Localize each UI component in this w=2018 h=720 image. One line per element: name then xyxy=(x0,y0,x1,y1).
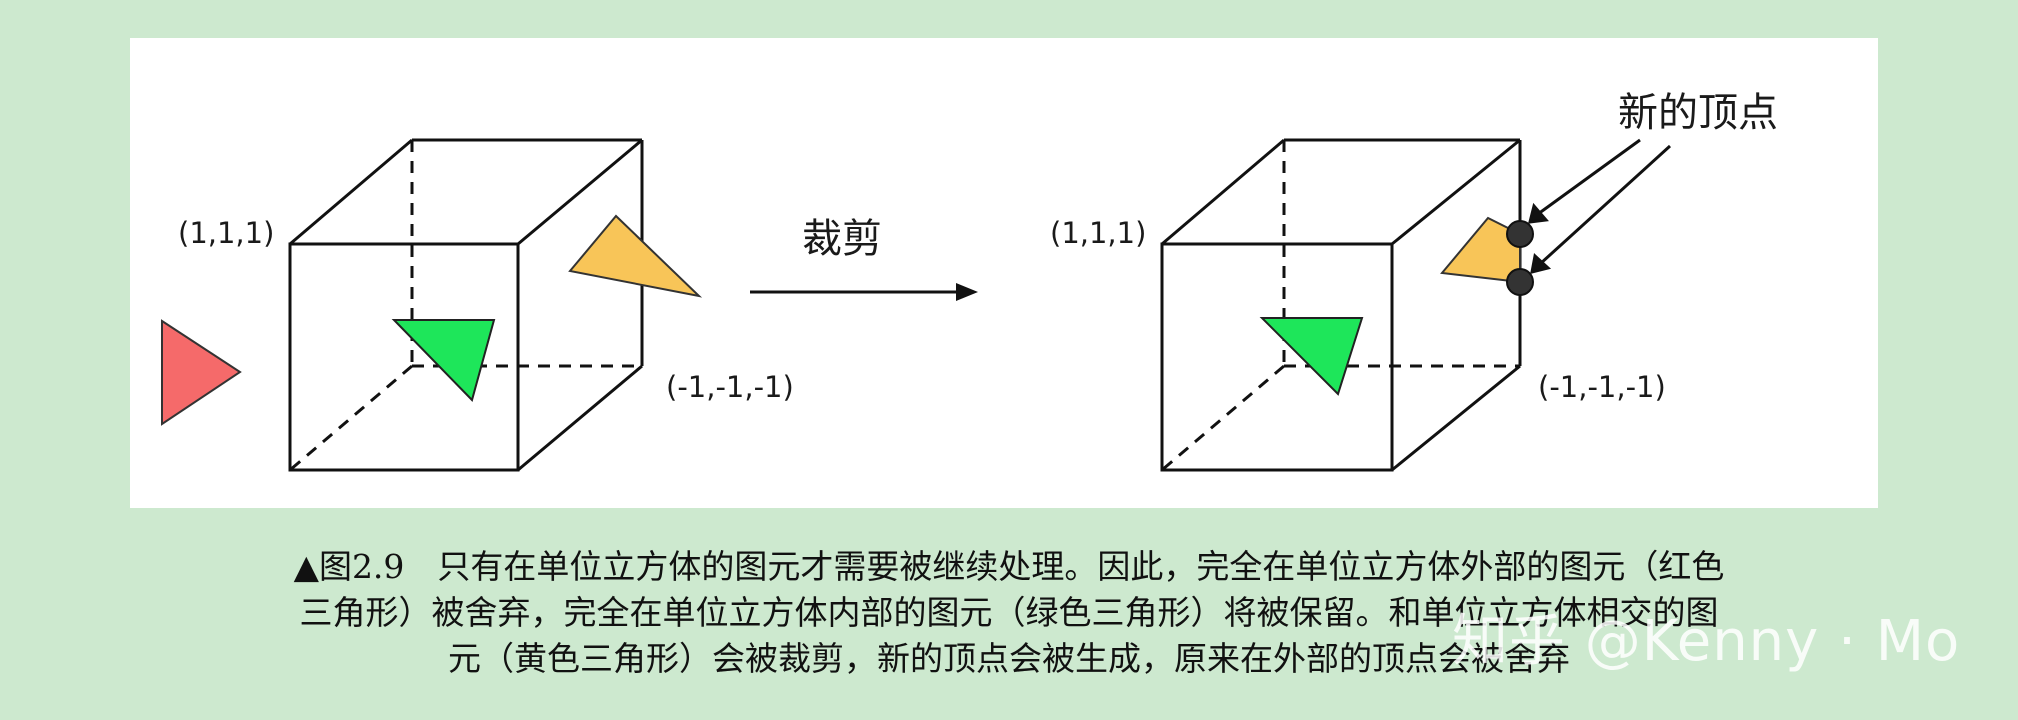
right-cube-edge xyxy=(1391,138,1521,246)
left-corner-near-label: (1,1,1) xyxy=(178,216,275,250)
left-cube-hidden-edge xyxy=(289,364,413,472)
figure-caption: ▲图2.9 只有在单位立方体的图元才需要被继续处理。因此，完全在单位立方体外部的… xyxy=(0,544,2018,682)
watermark: 知乎 @Kenny · Mo xyxy=(1452,609,1961,674)
clipping-diagram xyxy=(161,138,1672,472)
new-vertex-dot xyxy=(1506,268,1534,296)
red-triangle xyxy=(161,319,242,426)
caption-line: 元（黄色三角形）会被裁剪，新的顶点会被生成，原来在外部的顶点会被舍弃 xyxy=(448,639,1570,678)
right-cube xyxy=(1160,138,1522,472)
left-cube-edge xyxy=(517,138,643,246)
caption-line: ▲图2.9 只有在单位立方体的图元才需要被继续处理。因此，完全在单位立方体外部的… xyxy=(293,547,1725,586)
right-cube-edge xyxy=(1161,138,1285,246)
clip-arrow xyxy=(750,283,978,301)
left-cube-edge xyxy=(289,138,413,246)
left-cube-edge xyxy=(517,364,643,472)
caption-line: 三角形）被舍弃，完全在单位立方体内部的图元（绿色三角形）将被保留。和单位立方体相… xyxy=(299,593,1719,632)
yellow-triangle xyxy=(568,214,703,298)
right-corner-near-label: (1,1,1) xyxy=(1050,216,1147,250)
figure-panel: (1,1,1) (-1,-1,-1) 裁剪 (1,1,1) (-1,-1,-1)… xyxy=(130,38,1878,508)
new-vertex-pointers xyxy=(1528,138,1672,275)
green-triangle xyxy=(391,319,496,402)
right-corner-far-label: (-1,-1,-1) xyxy=(1538,370,1666,404)
left-cube-front-face xyxy=(288,242,520,472)
left-corner-far-label: (-1,-1,-1) xyxy=(666,370,794,404)
arrow-label: 裁剪 xyxy=(802,216,882,262)
left-cube xyxy=(288,138,644,472)
right-cube-hidden-edge xyxy=(1161,364,1285,472)
right-cube-front-face xyxy=(1160,242,1394,472)
new-vertices-label: 新的顶点 xyxy=(1618,90,1778,136)
green-triangle-kept xyxy=(1259,317,1364,396)
new-vertex-dot xyxy=(1506,220,1534,248)
right-cube-edge xyxy=(1391,364,1521,472)
